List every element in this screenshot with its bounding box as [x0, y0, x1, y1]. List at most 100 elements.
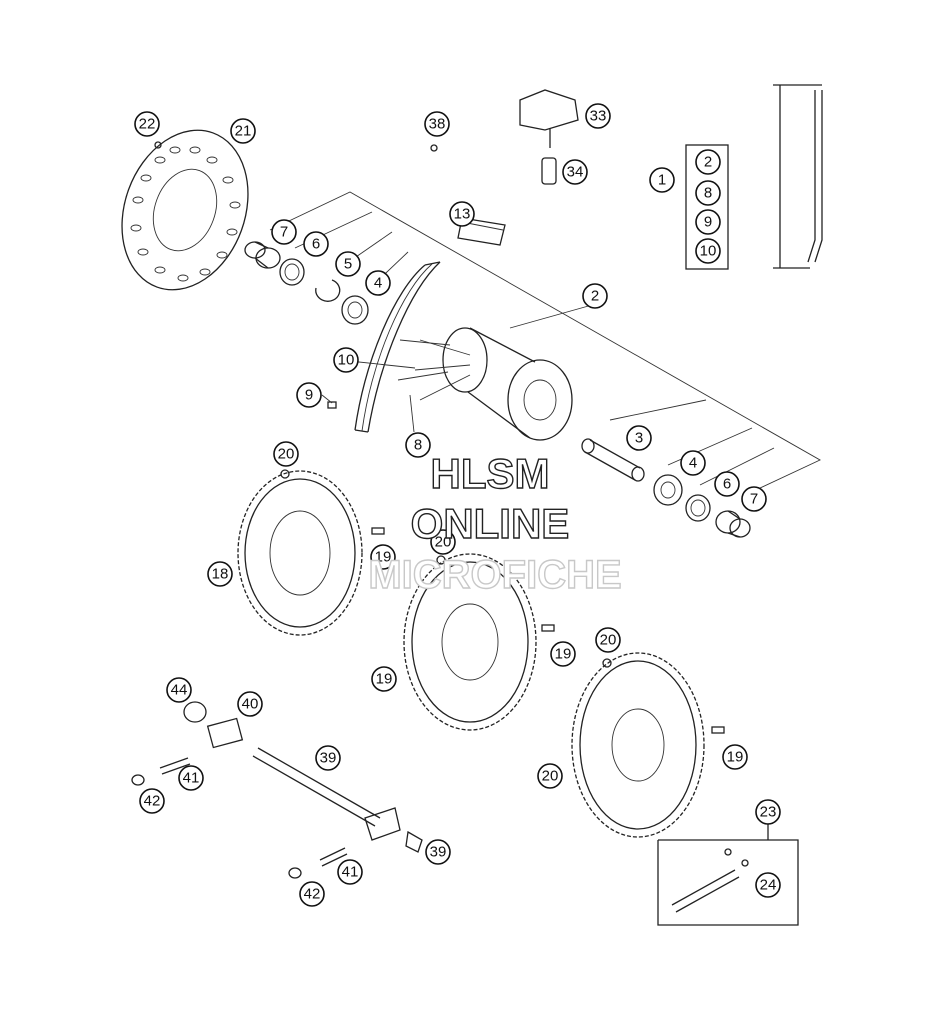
callout-3: 3 [626, 425, 652, 451]
callout-23: 23 [755, 799, 781, 825]
svg-text:7: 7 [280, 224, 288, 241]
axle [252, 747, 381, 827]
svg-text:4: 4 [689, 455, 697, 472]
callout-4-right: 4 [680, 450, 706, 476]
callout-5: 5 [335, 251, 361, 277]
svg-text:42: 42 [304, 886, 321, 903]
sprocket-nut [280, 469, 612, 668]
callout-4-left: 4 [365, 270, 391, 296]
svg-text:2: 2 [591, 288, 599, 305]
callout-41: 40 [237, 691, 263, 717]
hub [414, 327, 573, 441]
svg-text:19: 19 [727, 749, 744, 766]
svg-text:24: 24 [760, 877, 777, 894]
callout-kit-2: 2 [695, 149, 721, 175]
axle-spacer [581, 438, 645, 482]
spoke-nipple [327, 401, 337, 409]
svg-text:8: 8 [414, 437, 422, 454]
lock-nut [131, 774, 302, 879]
callout-13: 13 [449, 201, 475, 227]
callout-11: 21 [230, 118, 256, 144]
seal-right [685, 494, 711, 522]
svg-text:40: 40 [242, 696, 259, 713]
svg-text:19: 19 [375, 549, 392, 566]
svg-text:10: 10 [338, 352, 355, 369]
callout-9: 9 [296, 382, 322, 408]
svg-text:34: 34 [567, 164, 584, 181]
callout-24: 24 [755, 872, 781, 898]
svg-text:9: 9 [704, 214, 712, 231]
adjuster-bolt [159, 757, 348, 867]
svg-text:39: 39 [320, 750, 337, 767]
callout-12: 22 [134, 111, 160, 137]
svg-text:2: 2 [704, 154, 712, 171]
sprocket-19 [403, 553, 537, 731]
seal-left [279, 258, 305, 286]
spacer-right [715, 510, 751, 538]
svg-text:20: 20 [600, 632, 617, 649]
small-screw [430, 144, 438, 152]
callout-6-right: 6 [714, 471, 740, 497]
callout-18: 18 [207, 561, 233, 587]
callout-39: 39 [425, 839, 451, 865]
circlip-left [315, 279, 341, 302]
svg-text:7: 7 [750, 491, 758, 508]
callout-42-b: 41 [337, 859, 363, 885]
watermark-line1: HLSM [431, 450, 550, 497]
sprocket-bolt [371, 527, 725, 734]
callout-22-b: 20 [430, 529, 456, 555]
svg-text:42: 42 [144, 793, 161, 810]
rim [354, 261, 441, 433]
callout-34: 34 [562, 159, 588, 185]
watermark-line2: ONLINE [411, 500, 570, 547]
svg-text:39: 39 [430, 844, 447, 861]
callout-kit-9: 9 [695, 209, 721, 235]
callout-33: 33 [585, 103, 611, 129]
svg-text:20: 20 [542, 768, 559, 785]
callout-42-a: 41 [178, 765, 204, 791]
svg-text:38: 38 [429, 116, 446, 133]
sprocket-18 [237, 470, 363, 636]
callout-43-a: 42 [139, 788, 165, 814]
cover-cap [519, 89, 579, 148]
callout-22-c: 20 [595, 627, 621, 653]
callout-21-a: 19 [370, 544, 396, 570]
callout-1: 1 [649, 167, 675, 193]
svg-text:44: 44 [171, 682, 188, 699]
chain-adjuster [206, 717, 401, 841]
kit-box [685, 144, 729, 270]
bearing-left [341, 295, 369, 325]
watermark-line3: MICROFICHE [368, 553, 621, 597]
callout-21-c: 19 [722, 744, 748, 770]
svg-text:4: 4 [374, 275, 382, 292]
callout-7-left: 7 [271, 219, 297, 245]
callout-7-right: 7 [741, 486, 767, 512]
svg-text:22: 22 [139, 116, 156, 133]
bearing-right [653, 474, 683, 506]
svg-text:20: 20 [435, 534, 452, 551]
callout-21-b: 19 [550, 641, 576, 667]
master-link [724, 848, 749, 867]
callout-38: 38 [424, 111, 450, 137]
svg-text:9: 9 [305, 387, 313, 404]
svg-text:10: 10 [700, 243, 717, 260]
svg-text:20: 20 [278, 446, 295, 463]
svg-text:23: 23 [760, 804, 777, 821]
callout-20: 20 [537, 763, 563, 789]
callout-19: 19 [371, 666, 397, 692]
callout-10: 10 [333, 347, 359, 373]
sprocket-20 [571, 652, 705, 838]
spacer-left [244, 241, 281, 269]
callout-44: 44 [166, 677, 192, 703]
chain-box [657, 822, 799, 926]
sleeve [541, 157, 557, 185]
svg-text:41: 41 [183, 770, 200, 787]
svg-text:6: 6 [312, 236, 320, 253]
leader-lines [269, 191, 821, 496]
spoke [397, 339, 451, 381]
svg-text:1: 1 [658, 172, 666, 189]
svg-text:19: 19 [555, 646, 572, 663]
callout-kit-10: 10 [695, 238, 721, 264]
